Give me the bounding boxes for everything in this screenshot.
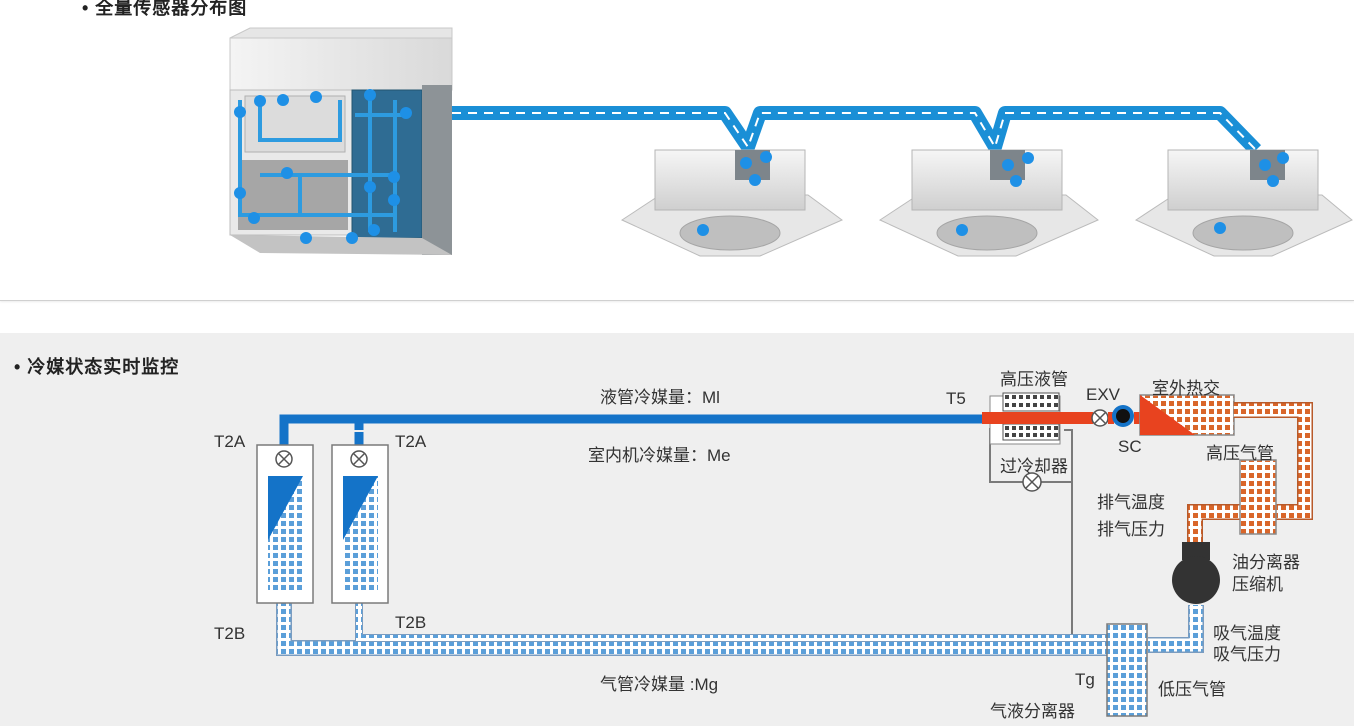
gas-liquid-separator-label: 气液分离器 — [990, 702, 1075, 721]
discharge-temp-label: 排气温度 — [1097, 493, 1165, 512]
t2b-left-label: T2B — [214, 624, 246, 643]
gas-refrigerant-label: 气管冷媒量 :Mg — [600, 675, 719, 694]
indoor-unit-1 — [620, 149, 843, 257]
high-pressure-liquid-pipe — [982, 405, 1140, 427]
oil-separator — [1239, 459, 1277, 535]
high-pressure-gas-pipe — [1187, 402, 1313, 545]
indoor-refrigerant-label: 室内机冷媒量：Me — [588, 446, 731, 465]
gas-liquid-separator — [1106, 623, 1148, 717]
t2a-right-label: T2A — [395, 432, 427, 451]
liquid-pipe — [279, 414, 982, 445]
gas-pipe — [276, 598, 1204, 656]
refrigerant-pipe-network — [452, 106, 1262, 155]
suction-pressure-label: 吸气压力 — [1213, 645, 1281, 664]
oil-separator-label: 油分离器 — [1232, 553, 1300, 572]
sensor-distribution-title: • 全量传感器分布图 — [82, 0, 248, 18]
t2a-left-label: T2A — [214, 432, 246, 451]
t5-label: T5 — [946, 389, 966, 408]
exv-label: EXV — [1086, 385, 1121, 404]
subcooler-bypass-lines — [989, 428, 1073, 638]
compressor — [1172, 542, 1220, 604]
refrigerant-monitor-title: • 冷媒状态实时监控 — [14, 357, 180, 377]
liquid-refrigerant-label: 液管冷媒量：Ml — [600, 388, 720, 407]
high-pressure-gas-label: 高压气管 — [1206, 444, 1274, 463]
indoor-unit-2 — [878, 149, 1099, 257]
indoor-evaporator-right — [331, 444, 389, 604]
subcooler-label: 过冷却器 — [1000, 457, 1068, 476]
sensor-distribution-diagram — [229, 27, 1353, 257]
sc-label: SC — [1118, 437, 1142, 456]
outdoor-exchanger-label: 室外热交 — [1152, 379, 1220, 398]
outdoor-sensors — [234, 89, 412, 244]
low-pressure-gas-label: 低压气管 — [1158, 680, 1226, 699]
indoor-sensors — [697, 151, 1289, 236]
compressor-label: 压缩机 — [1232, 575, 1283, 594]
high-pressure-liquid-label: 高压液管 — [1000, 370, 1068, 389]
tg-label: Tg — [1075, 670, 1095, 689]
indoor-evaporator-left — [256, 444, 314, 604]
outdoor-heat-exchanger — [1139, 394, 1235, 436]
indoor-unit-3 — [1134, 149, 1353, 257]
t2b-right-label: T2B — [395, 613, 427, 632]
discharge-pressure-label: 排气压力 — [1097, 520, 1165, 539]
suction-temp-label: 吸气温度 — [1213, 624, 1281, 643]
